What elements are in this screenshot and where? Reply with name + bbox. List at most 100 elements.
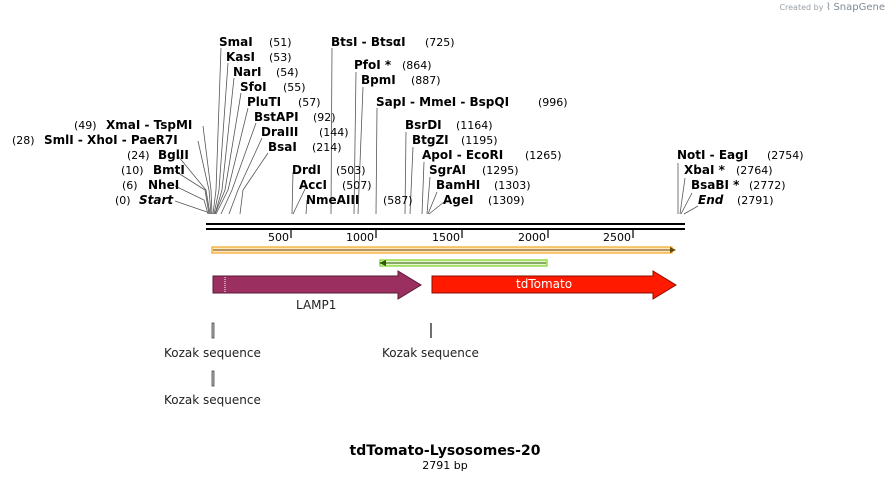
site-name: BmtI xyxy=(153,163,185,177)
site-name: BamHI xyxy=(436,178,480,192)
site-pos: (2764) xyxy=(736,164,773,177)
site-name: XbaI * xyxy=(684,163,726,177)
site-pos: (2754) xyxy=(767,149,804,162)
tdtomato-feature[interactable]: tdTomato xyxy=(431,270,677,300)
credit-brand: SnapGene xyxy=(833,2,885,13)
kozak-label-1: Kozak sequence xyxy=(164,346,261,360)
site-pos: (92) xyxy=(313,111,336,124)
site-pos: (587) xyxy=(383,194,413,207)
leader-btsi xyxy=(330,47,333,215)
site-name: ApoI - EcoRI xyxy=(422,148,503,162)
site-name: DrdI xyxy=(292,163,321,177)
site-name: SapI - MmeI - BspQI xyxy=(376,95,509,109)
sequence-backbone xyxy=(206,223,685,230)
site-pos: (725) xyxy=(425,36,455,49)
leader-nari xyxy=(214,77,235,215)
ruler-label-500: 500 xyxy=(268,231,289,244)
site-name: NarI xyxy=(233,65,262,79)
site-name: BstAPI xyxy=(254,110,299,124)
site-name: NmeAIII xyxy=(306,193,359,207)
site-name: SmaI xyxy=(219,35,253,49)
site-pos: (2772) xyxy=(749,179,786,192)
leader-agei xyxy=(428,201,445,215)
site-pos: (1309) xyxy=(488,194,525,207)
site-pos: (0) xyxy=(115,194,131,207)
site-pos: (214) xyxy=(312,141,342,154)
site-name: NotI - EagI xyxy=(677,148,748,162)
leader-nmeaiii xyxy=(305,199,308,215)
leader-smli xyxy=(197,140,212,215)
leader-acci xyxy=(292,186,307,215)
leader-bsabi xyxy=(680,192,693,215)
kozak-markers: Kozak sequence Kozak sequence Kozak sequ… xyxy=(164,322,479,407)
site-pos: (51) xyxy=(269,36,292,49)
site-pos: (55) xyxy=(283,81,306,94)
leader-sfoi xyxy=(214,92,242,215)
site-pos: (996) xyxy=(538,96,568,109)
site-name: SgrAI xyxy=(429,163,466,177)
leader-bsrdi xyxy=(404,131,407,215)
site-name: BsaBI * xyxy=(691,178,740,192)
leader-start xyxy=(174,200,208,213)
leader-bmti xyxy=(174,170,210,215)
sites-mid2: BsrDI (1164) BtgZI (1195) ApoI - EcoRI (… xyxy=(405,118,562,207)
leader-kasi xyxy=(213,62,229,215)
snapgene-logo-icon: ⌇ xyxy=(826,2,831,13)
ruler: 500 1000 1500 2000 2500 xyxy=(268,230,634,244)
site-leader-lines xyxy=(174,47,699,215)
lamp1-feature[interactable]: LAMP1 xyxy=(212,270,422,312)
site-pos: (1265) xyxy=(525,149,562,162)
leader-smai xyxy=(212,47,222,215)
site-pos: (1195) xyxy=(461,134,498,147)
credit-prefix: Created by xyxy=(779,3,824,12)
ruler-label-2000: 2000 xyxy=(518,231,546,244)
site-name: SmlI - XhoI - PaeR7I xyxy=(44,133,178,147)
kozak-label-2: Kozak sequence xyxy=(382,346,479,360)
site-name: AgeI xyxy=(443,193,473,207)
sites-right: NotI - EagI (2754) XbaI * (2764) BsaBI *… xyxy=(677,148,804,207)
site-name: End xyxy=(698,193,724,207)
leader-sapi xyxy=(375,107,378,215)
leader-pluti xyxy=(215,107,249,215)
site-name: AccI xyxy=(299,178,327,192)
site-pos: (507) xyxy=(342,179,372,192)
leader-end xyxy=(683,205,699,215)
site-name: KasI xyxy=(226,50,255,64)
site-name: Start xyxy=(139,193,174,207)
site-pos: (144) xyxy=(319,126,349,139)
site-pos: (28) xyxy=(12,134,35,147)
map-title: tdTomato-Lysosomes-20 xyxy=(350,443,541,459)
leader-pfoi xyxy=(353,71,357,215)
ruler-label-2500: 2500 xyxy=(603,231,631,244)
leader-sgrai xyxy=(426,176,431,215)
site-pos: (2791) xyxy=(737,194,774,207)
site-name: BsrDI xyxy=(405,118,442,132)
site-pos: (57) xyxy=(298,96,321,109)
sites-left-far: (49) XmaI - TspMI (28) SmlI - XhoI - Pae… xyxy=(12,118,192,207)
leader-xmai xyxy=(202,125,213,215)
site-pos: (887) xyxy=(411,74,441,87)
site-pos: (6) xyxy=(122,179,138,192)
ruler-label-1500: 1500 xyxy=(432,231,460,244)
green-band xyxy=(379,259,548,267)
leader-bamhi xyxy=(427,191,438,215)
site-name: BglII xyxy=(158,148,189,162)
leader-bstapi xyxy=(220,122,257,215)
site-pos: (1295) xyxy=(482,164,519,177)
site-name: NheI xyxy=(148,178,179,192)
site-pos: (24) xyxy=(127,149,150,162)
site-pos: (864) xyxy=(402,59,432,72)
leader-draiii xyxy=(228,137,263,215)
site-name: PfoI * xyxy=(354,58,392,72)
site-name: BtgZI xyxy=(412,133,449,147)
leader-apoi xyxy=(421,161,425,215)
leader-bsai xyxy=(239,152,269,215)
site-pos: (53) xyxy=(269,51,292,64)
tdtomato-label: tdTomato xyxy=(516,277,572,291)
snapgene-credit: Created by ⌇ SnapGene xyxy=(779,2,885,13)
site-pos: (1303) xyxy=(494,179,531,192)
site-name: SfoI xyxy=(240,80,267,94)
site-name: BsaI xyxy=(268,140,297,154)
